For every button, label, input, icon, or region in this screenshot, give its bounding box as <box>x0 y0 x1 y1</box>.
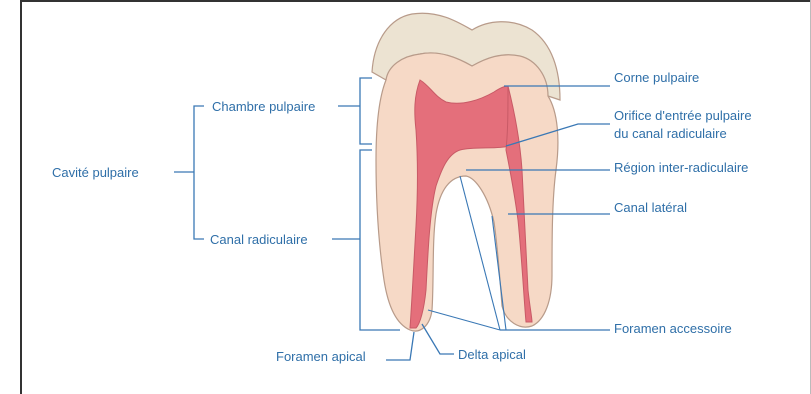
bracket-cavite-pulpaire <box>194 106 204 239</box>
label-region-inter-radiculaire: Région inter-radiculaire <box>614 160 748 175</box>
label-foramen-accessoire: Foramen accessoire <box>614 321 732 336</box>
label-orifice-line2: du canal radiculaire <box>614 126 727 141</box>
leader-delta <box>422 324 454 354</box>
label-chambre-pulpaire: Chambre pulpaire <box>212 99 315 114</box>
label-canal-lateral: Canal latéral <box>614 200 687 215</box>
label-orifice-line1: Orifice d'entrée pulpaire <box>614 108 752 123</box>
label-cavite-pulpaire: Cavité pulpaire <box>52 165 139 180</box>
leader-foramen-apical <box>386 332 414 360</box>
label-corne-pulpaire: Corne pulpaire <box>614 70 699 85</box>
bracket-chambre-pulpaire <box>360 78 372 144</box>
dentin-body <box>376 53 558 331</box>
label-canal-radiculaire: Canal radiculaire <box>210 232 308 247</box>
label-foramen-apical: Foramen apical <box>276 349 366 364</box>
leader-foramen-acc-3 <box>428 310 500 330</box>
label-delta-apical: Delta apical <box>458 347 526 362</box>
